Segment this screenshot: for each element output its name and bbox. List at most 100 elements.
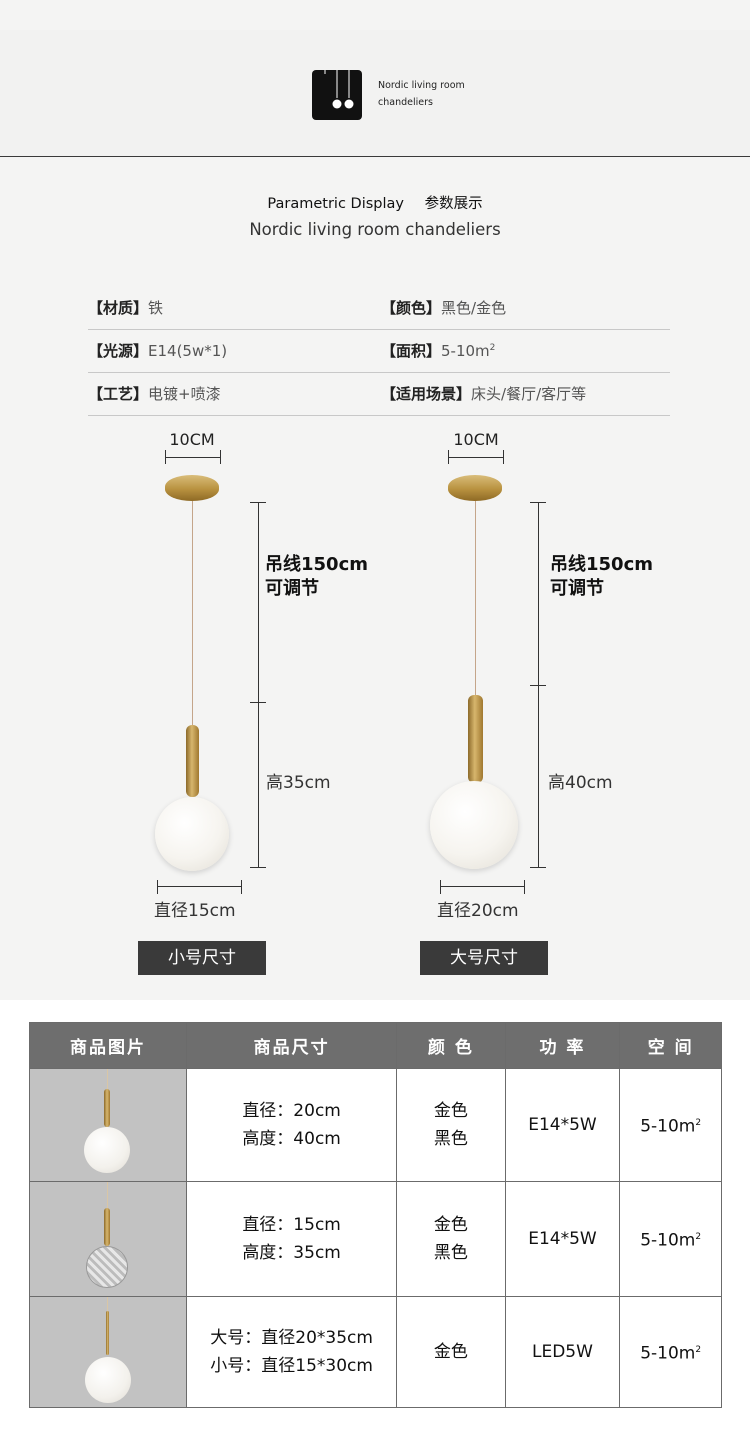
dimension-tick [524, 880, 525, 894]
color-line: 黑色 [433, 1129, 468, 1149]
section-title-en: Parametric Display [267, 196, 404, 212]
lamp-diagram-large: 10CM 吊线150cm 可调节 高40cm 直径20cm 大号尺寸 [412, 425, 750, 985]
glass-globe [155, 797, 229, 871]
color-line: 黑色 [433, 1243, 468, 1263]
height-dimension-line [258, 502, 259, 867]
dimension-line [448, 457, 503, 458]
logo-line-2: chandeliers [378, 97, 433, 108]
canopy-width-label: 10CM [169, 430, 215, 449]
color-line: 金色 [433, 1342, 468, 1362]
color-line: 金色 [433, 1101, 468, 1121]
table-row: 直径：15cm 高度：35cm 金色 黑色 E14*5W 5-10m2 [29, 1181, 722, 1297]
spec-row: 【光源】E14(5w*1) 【面积】5-10m2 [88, 330, 670, 373]
header-power: 功 率 [504, 1022, 621, 1069]
size-cell: 直径：20cm 高度：40cm [185, 1068, 398, 1182]
space-superscript: 2 [695, 1118, 702, 1129]
product-thumbnail-clear-globe [30, 1182, 186, 1296]
canopy [165, 475, 219, 501]
size-line: 小号：直径15*30cm [210, 1356, 373, 1376]
space-value: 5-10m [640, 1230, 696, 1251]
table-header-row: 商品图片 商品尺寸 颜 色 功 率 空 间 [29, 1022, 722, 1069]
dimension-line [440, 886, 524, 887]
size-line: 大号：直径20*35cm [210, 1328, 373, 1348]
space-superscript: 2 [695, 1345, 702, 1356]
glass-globe [430, 781, 518, 869]
size-line: 高度：35cm [242, 1243, 341, 1263]
header-space: 空 间 [619, 1022, 722, 1069]
product-image-cell [29, 1296, 187, 1408]
diameter-label: 直径15cm [154, 901, 236, 921]
spec-value: 5-10m [441, 342, 490, 360]
height-label: 高35cm [266, 773, 331, 793]
space-superscript: 2 [695, 1232, 702, 1243]
hanging-cord [475, 501, 476, 696]
section-subtitle: Nordic living room chandeliers [249, 220, 501, 239]
product-image-cell [29, 1068, 187, 1182]
header-image: 商品图片 [29, 1022, 187, 1069]
spec-label: 【工艺】 [88, 385, 149, 403]
cord-length-label: 吊线150cm [265, 554, 368, 575]
dimension-tick [157, 880, 158, 894]
header-color: 颜 色 [396, 1022, 506, 1069]
spec-value: 铁 [148, 299, 164, 317]
section-title: Parametric Display 参数展示 [0, 192, 750, 213]
spec-value: 床头/餐厅/客厅等 [471, 385, 587, 403]
section-title-cn: 参数展示 [424, 196, 483, 212]
space-value: 5-10m [640, 1343, 696, 1364]
lamp-diagram-small: 10CM 吊线150cm 可调节 高35cm 直径15cm 小号尺寸 [130, 425, 470, 985]
table-row: 直径：20cm 高度：40cm 金色 黑色 E14*5W 5-10m2 [29, 1068, 722, 1182]
spec-label: 【光源】 [88, 342, 149, 360]
power-cell: E14*5W [504, 1181, 621, 1297]
logo-line-1: Nordic living room [378, 80, 465, 91]
spec-label: 【面积】 [381, 342, 442, 360]
cord-adjustable-label: 可调节 [265, 578, 319, 599]
canopy [448, 475, 502, 501]
canopy-width-label: 10CM [453, 430, 499, 449]
size-cell: 大号：直径20*35cm 小号：直径15*30cm [185, 1296, 398, 1408]
dimension-tick [440, 880, 441, 894]
spec-value: E14(5w*1) [148, 342, 228, 360]
spec-label: 【颜色】 [381, 299, 442, 317]
hanging-cord [192, 501, 193, 726]
table-row: 大号：直径20*35cm 小号：直径15*30cm 金色 LED5W 5-10m… [29, 1296, 722, 1408]
size-line: 直径：15cm [242, 1215, 341, 1235]
cord-adjustable-label: 可调节 [550, 578, 604, 599]
spec-value: 电镀+喷漆 [148, 385, 221, 403]
dimension-tick [503, 450, 504, 464]
size-line: 高度：40cm [242, 1129, 341, 1149]
parameter-section [0, 0, 750, 1000]
diameter-label: 直径20cm [437, 901, 519, 921]
dimension-line [157, 886, 241, 887]
brand-header: Nordic living room chandeliers [0, 30, 750, 157]
space-cell: 5-10m2 [619, 1296, 722, 1408]
color-cell: 金色 [396, 1296, 506, 1408]
space-value: 5-10m [640, 1116, 696, 1137]
size-badge-large: 大号尺寸 [420, 941, 548, 975]
spec-label: 【材质】 [88, 299, 149, 317]
product-thumbnail-large-globe [30, 1069, 186, 1181]
brass-tube [186, 725, 199, 797]
spec-row: 【材质】铁 【颜色】黑色/金色 [88, 287, 670, 330]
product-spec-table: 商品图片 商品尺寸 颜 色 功 率 空 间 直径：20cm 高度：40cm 金色… [29, 1022, 722, 1408]
size-line: 直径：20cm [242, 1101, 341, 1121]
pendant-logo-icon [312, 70, 362, 120]
dimension-tick [165, 450, 166, 464]
height-dimension-line [538, 502, 539, 867]
color-cell: 金色 黑色 [396, 1181, 506, 1297]
height-label: 高40cm [548, 773, 613, 793]
size-cell: 直径：15cm 高度：35cm [185, 1181, 398, 1297]
dimension-tick [530, 502, 546, 503]
product-thumbnail-slim-globe [30, 1297, 186, 1407]
dimension-tick [530, 685, 546, 686]
dimension-tick [250, 867, 266, 868]
dimension-tick [530, 867, 546, 868]
product-image-cell [29, 1181, 187, 1297]
power-cell: E14*5W [504, 1068, 621, 1182]
dimension-tick [448, 450, 449, 464]
spec-value: 黑色/金色 [441, 299, 507, 317]
dimension-tick [220, 450, 221, 464]
cord-length-label: 吊线150cm [550, 554, 653, 575]
dimension-line [165, 457, 220, 458]
dimension-tick [250, 502, 266, 503]
space-cell: 5-10m2 [619, 1181, 722, 1297]
